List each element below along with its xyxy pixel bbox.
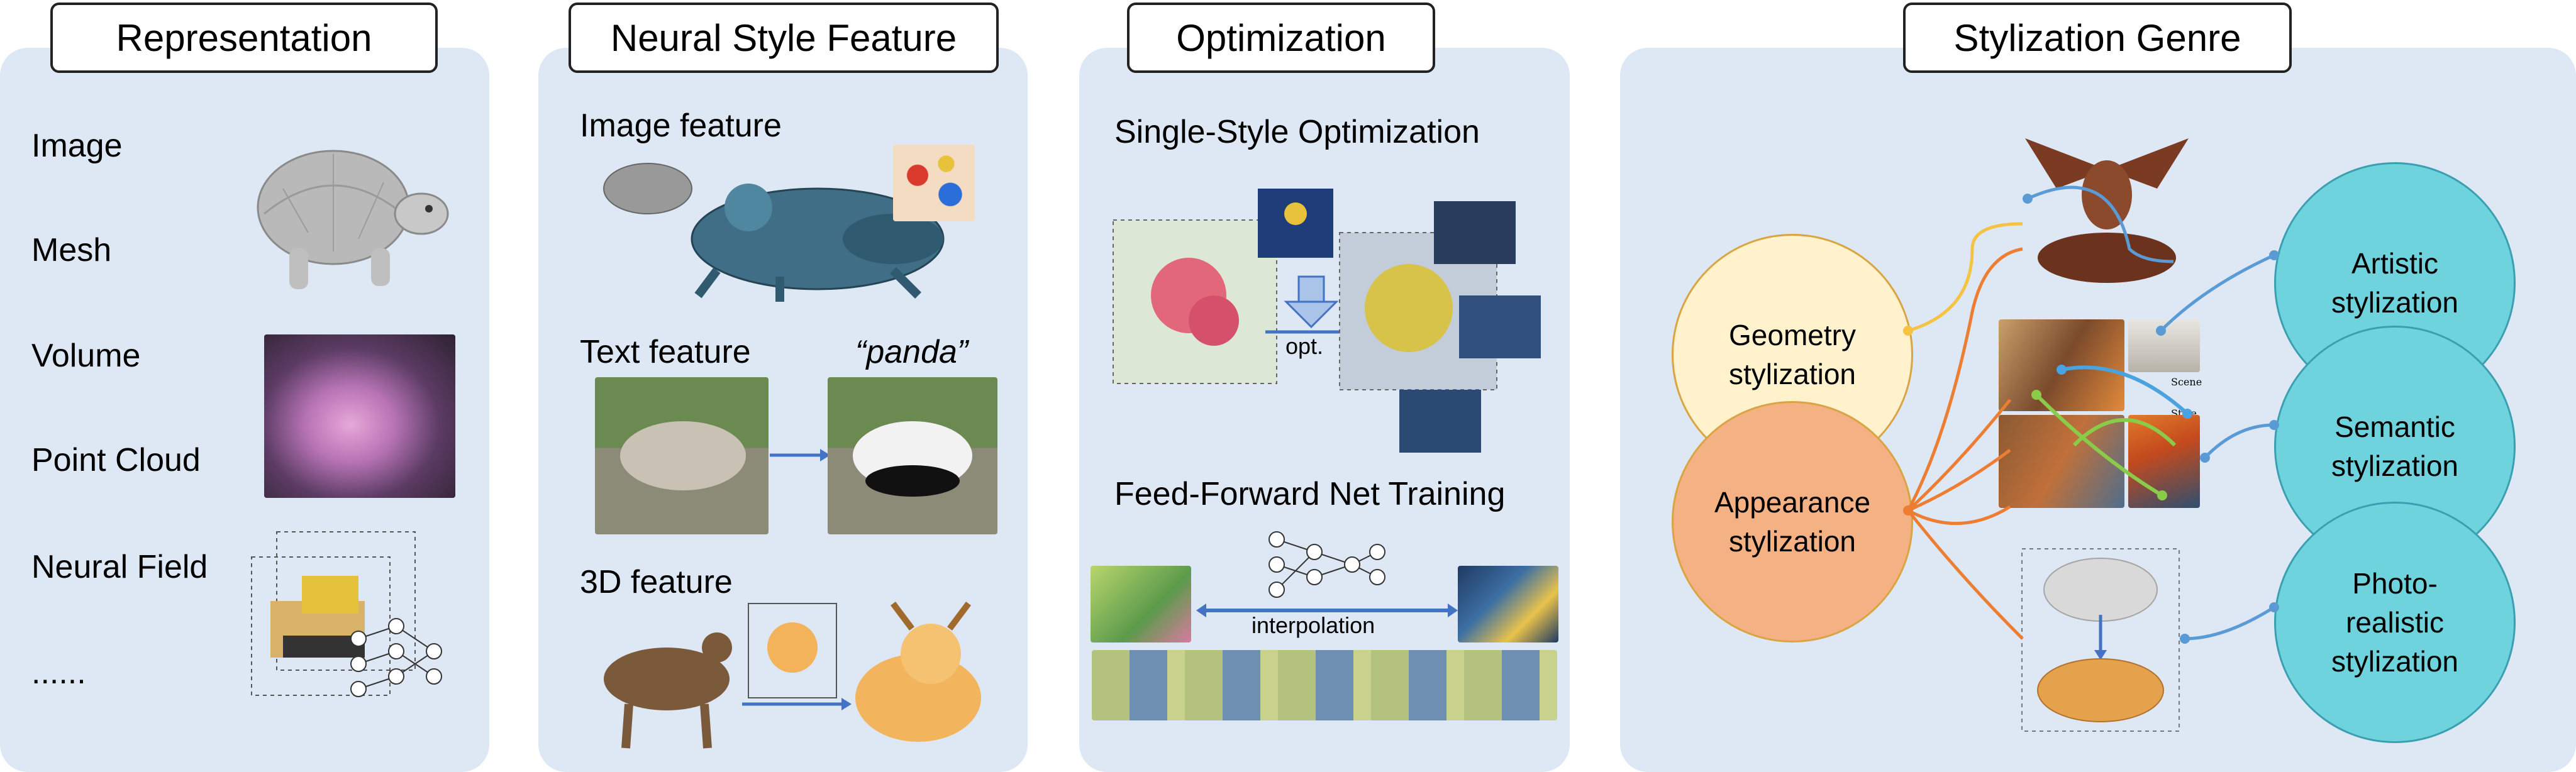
eagle-sculpture-illustration [2025,138,2189,283]
optimization-title: Optimization [1127,3,1435,73]
rep-item-volume: Volume [31,338,141,374]
opt-label: opt. [1285,333,1324,359]
deer-illustration [604,602,981,749]
panda-photo [828,377,997,534]
scene-label: Scene [2171,376,2202,388]
interpolation-label: interpolation [1252,612,1375,638]
style-a-image [1091,566,1191,642]
text-feature-label: Text feature [580,334,751,370]
network-diagram-icon [1269,531,1385,598]
representation-title: Representation [50,3,438,73]
pastry-illustration [2021,548,2180,732]
rep-item-point-cloud: Point Cloud [31,442,201,478]
stylization-genre-title: Stylization Genre [1903,3,2292,73]
frog-illustration [603,163,945,302]
volume-render-image [264,334,455,498]
single-style-illustration [1113,189,1541,453]
rep-item-ellipsis: ...... [31,654,86,691]
genre-connectors [1903,185,2279,644]
panda-prompt: “panda” [855,334,969,370]
neural-field-illustration [251,531,442,697]
network-icon [350,618,442,697]
feed-forward-label: Feed-Forward Net Training [1114,476,1506,512]
rep-item-image: Image [31,128,123,164]
photorealistic-stylization-circle: Photo- realistic stylization [2274,502,2516,743]
3d-feature-label: 3D feature [580,564,733,600]
interpolation-strip [1092,650,1557,720]
rep-item-neural-field: Neural Field [31,549,208,585]
text-feature-arrow [770,449,830,461]
image-feature-label: Image feature [580,108,782,144]
interpolation-arrow [1196,604,1458,617]
style-painting-thumbnail [893,145,975,221]
appearance-stylization-circle: Appearance stylization [1672,401,1913,642]
correspondence-lines [2031,365,2192,500]
turtle-mesh-illustration [257,150,449,289]
bear-photo [595,377,769,534]
single-style-label: Single-Style Optimization [1114,114,1480,150]
scene-image-3 [1999,415,2124,508]
style-b-image [1458,566,1558,642]
rep-item-mesh: Mesh [31,232,112,268]
neural-style-feature-title: Neural Style Feature [569,3,999,73]
